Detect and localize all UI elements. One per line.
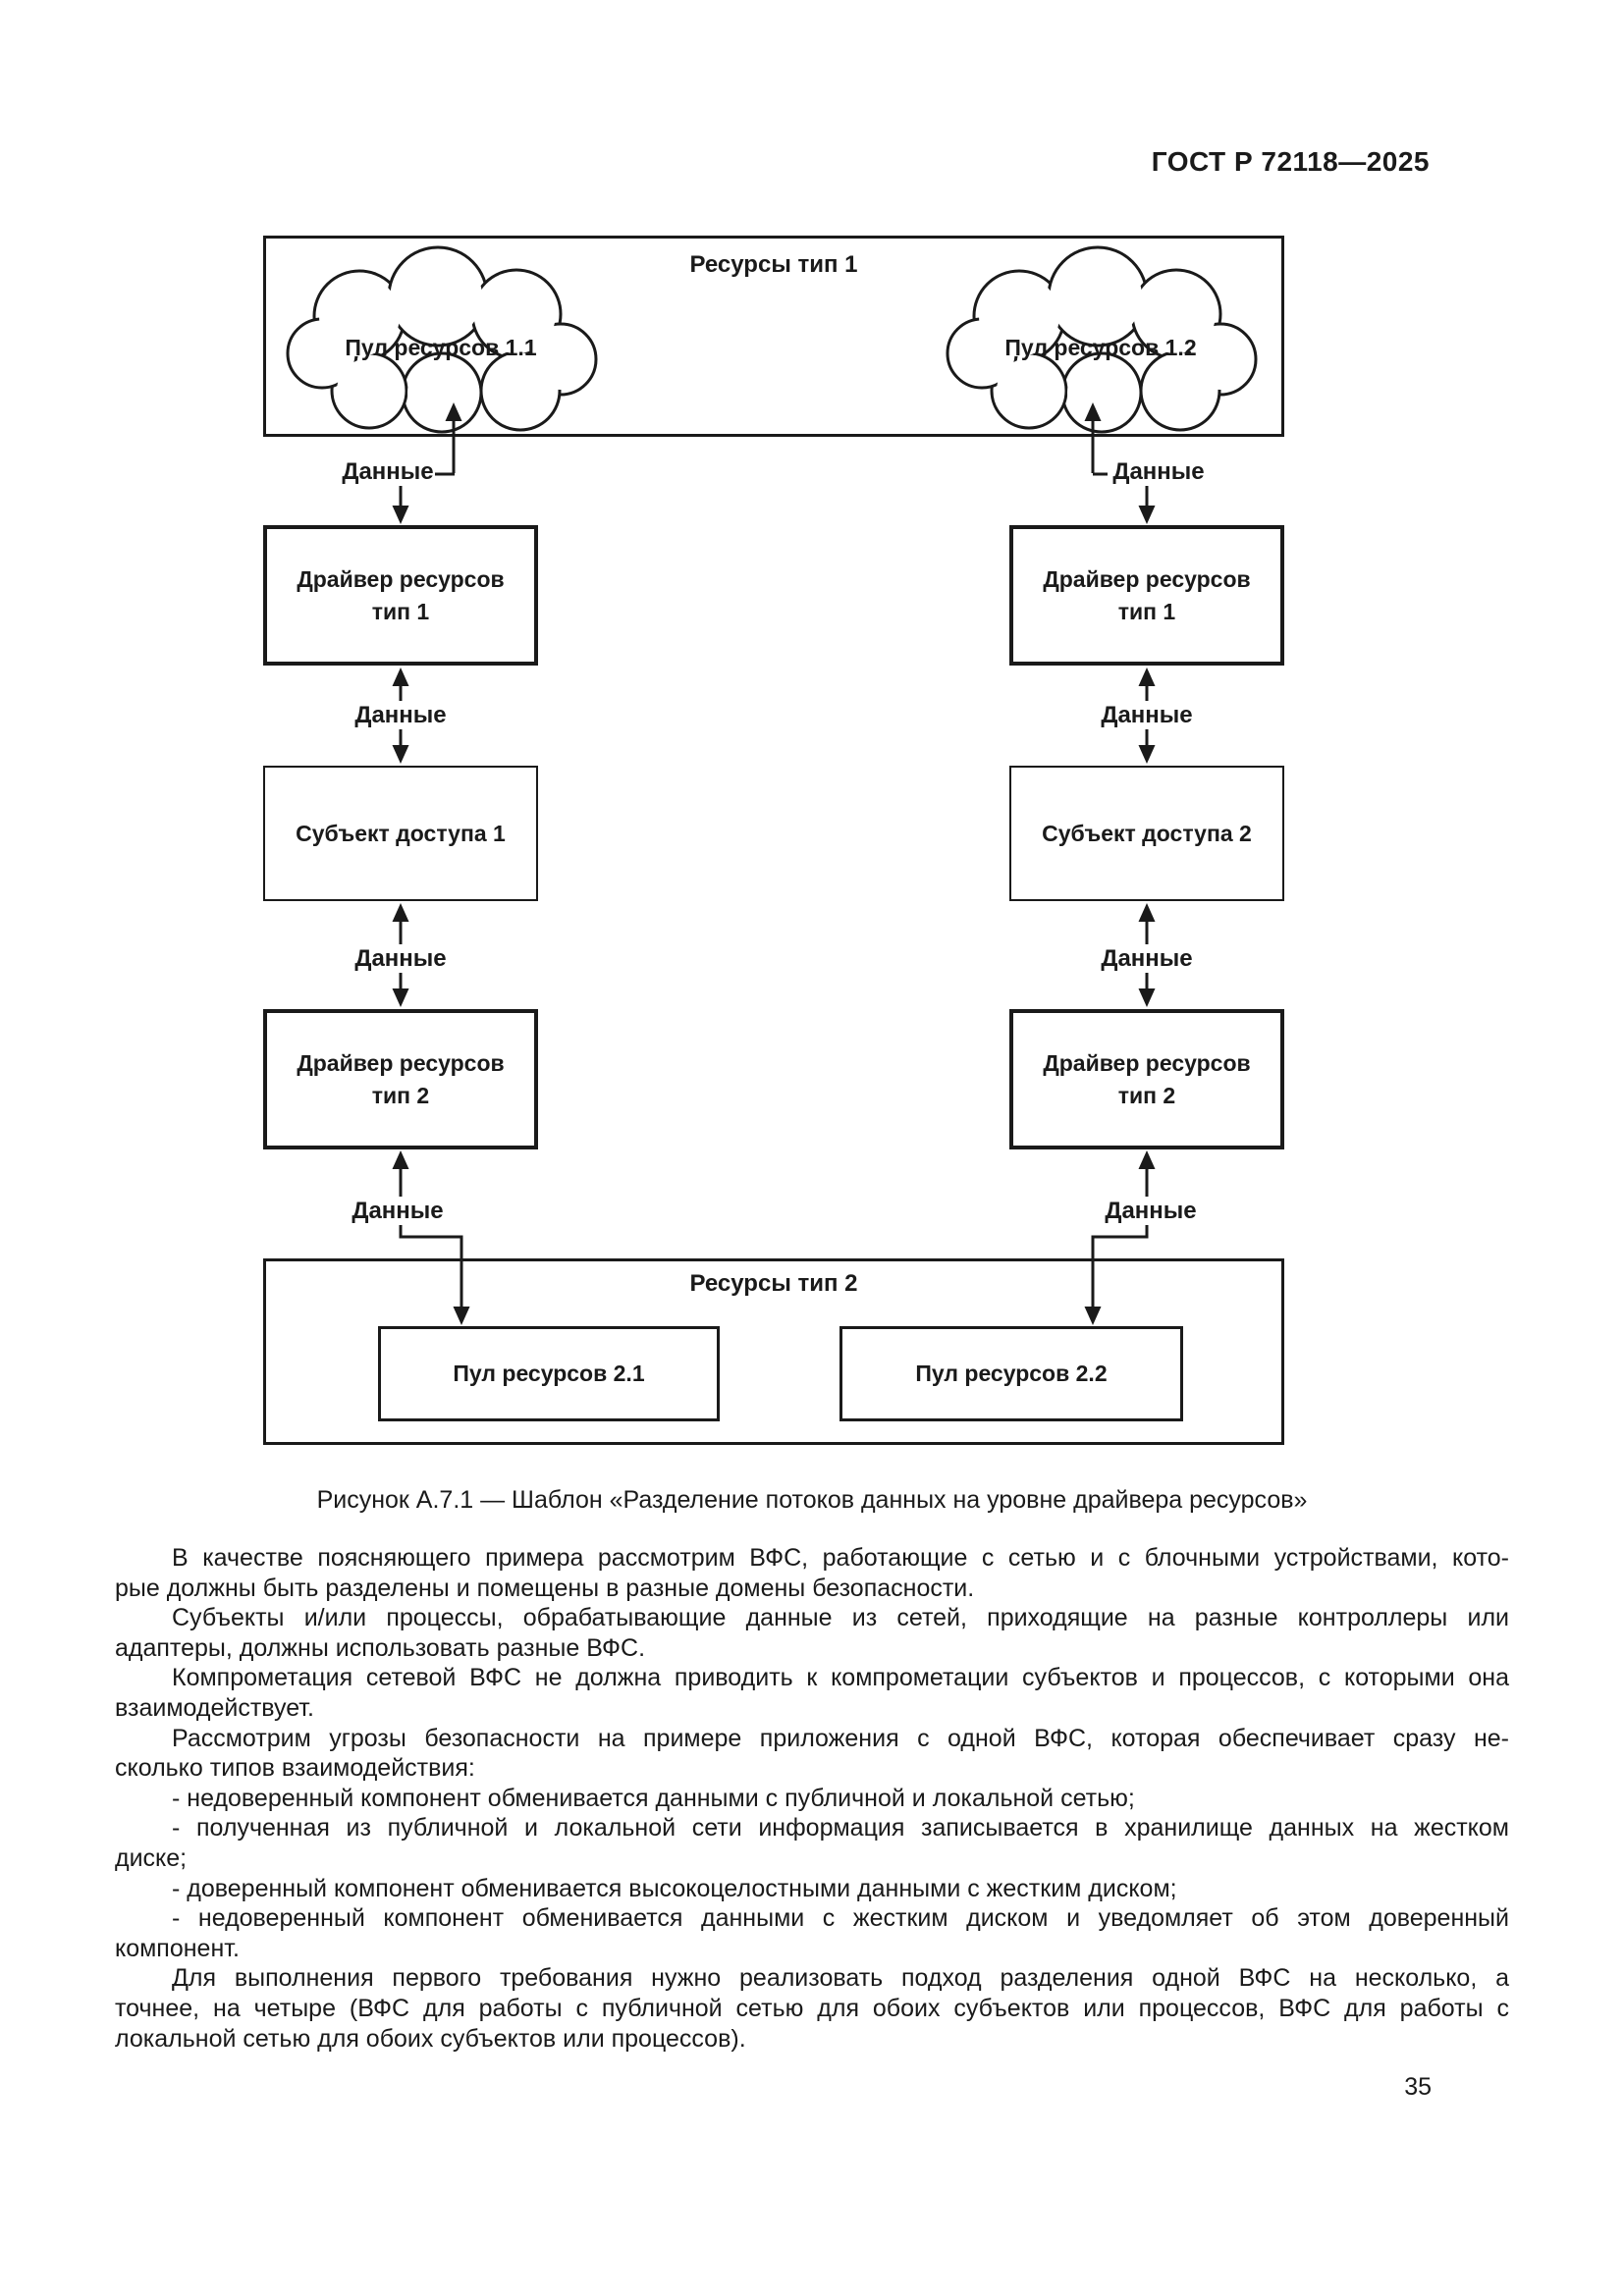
driver-type2-right-box: Драйвер ресурсов тип 2 (1009, 1009, 1284, 1149)
data-flow-label: Данные (339, 459, 437, 485)
body-line: - недоверенный компонент обменивается да… (172, 1904, 1509, 1933)
data-flow-label: Данные (349, 1199, 447, 1224)
resource-pool-2-1-box: Пул ресурсов 2.1 (378, 1326, 720, 1421)
access-subject-2-box: Субъект доступа 2 (1009, 766, 1284, 901)
figure-caption: Рисунок А.7.1 — Шаблон «Разделение поток… (316, 1486, 1308, 1514)
body-text: В качестве поясняющего примера рассмотри… (115, 1543, 1509, 2054)
resource-pool-cloud-1-2: Пул ресурсов 1.2 (946, 245, 1258, 434)
body-line: - полученная из публичной и локальной се… (172, 1814, 1509, 1842)
body-line: взаимодействует. (115, 1693, 314, 1722)
body-line: Для выполнения первого требования нужно … (172, 1964, 1509, 1993)
data-flow-label: Данные (1110, 459, 1208, 485)
body-line: Рассмотрим угрозы безопасности на пример… (172, 1724, 1509, 1752)
connector-arrows (392, 402, 1156, 1325)
cloud-label: Пул ресурсов 1.2 (1004, 335, 1196, 360)
body-line: точнее, на четыре (ВФС для работы с публ… (115, 1994, 1509, 2022)
data-flow-label: Данные (1098, 703, 1196, 728)
resources-type2-title: Ресурсы тип 2 (689, 1270, 858, 1297)
body-line: В качестве поясняющего примера рассмотри… (172, 1544, 1509, 1572)
data-flow-label: Данные (1102, 1199, 1200, 1224)
standard-number-header: ГОСТ Р 72118—2025 (1151, 146, 1430, 177)
resource-pool-2-2-box: Пул ресурсов 2.2 (839, 1326, 1183, 1421)
access-subject-1-box: Субъект доступа 1 (263, 766, 538, 901)
cloud-shape (286, 245, 598, 434)
body-line: - недоверенный компонент обменивается да… (172, 1784, 1135, 1812)
data-flow-label: Данные (352, 703, 450, 728)
page-number: 35 (1404, 2073, 1432, 2101)
driver-type2-left-box: Драйвер ресурсов тип 2 (263, 1009, 538, 1149)
body-line: адаптеры, должны использовать разные ВФС… (115, 1633, 646, 1662)
cloud-label: Пул ресурсов 1.1 (345, 335, 536, 360)
body-line: Субъекты и/или процессы, обрабатывающие … (172, 1604, 1509, 1632)
driver-type1-right-box: Драйвер ресурсов тип 1 (1009, 525, 1284, 666)
body-line: - доверенный компонент обменивается высо… (172, 1874, 1177, 1902)
data-flow-label: Данные (1098, 946, 1196, 972)
body-line: сколько типов взаимодействия: (115, 1754, 475, 1783)
resources-type1-title: Ресурсы тип 1 (689, 251, 858, 278)
data-flow-label: Данные (352, 946, 450, 972)
body-line: компонент. (115, 1934, 240, 1962)
body-line: диске; (115, 1843, 188, 1872)
body-line: рые должны быть разделены и помещены в р… (115, 1574, 975, 1602)
driver-type1-left-box: Драйвер ресурсов тип 1 (263, 525, 538, 666)
resource-pool-cloud-1-1: Пул ресурсов 1.1 (286, 245, 598, 434)
body-line: Компрометация сетевой ВФС не должна прив… (172, 1664, 1509, 1692)
body-line: локальной сетью для обоих субъектов или … (115, 2024, 746, 2053)
